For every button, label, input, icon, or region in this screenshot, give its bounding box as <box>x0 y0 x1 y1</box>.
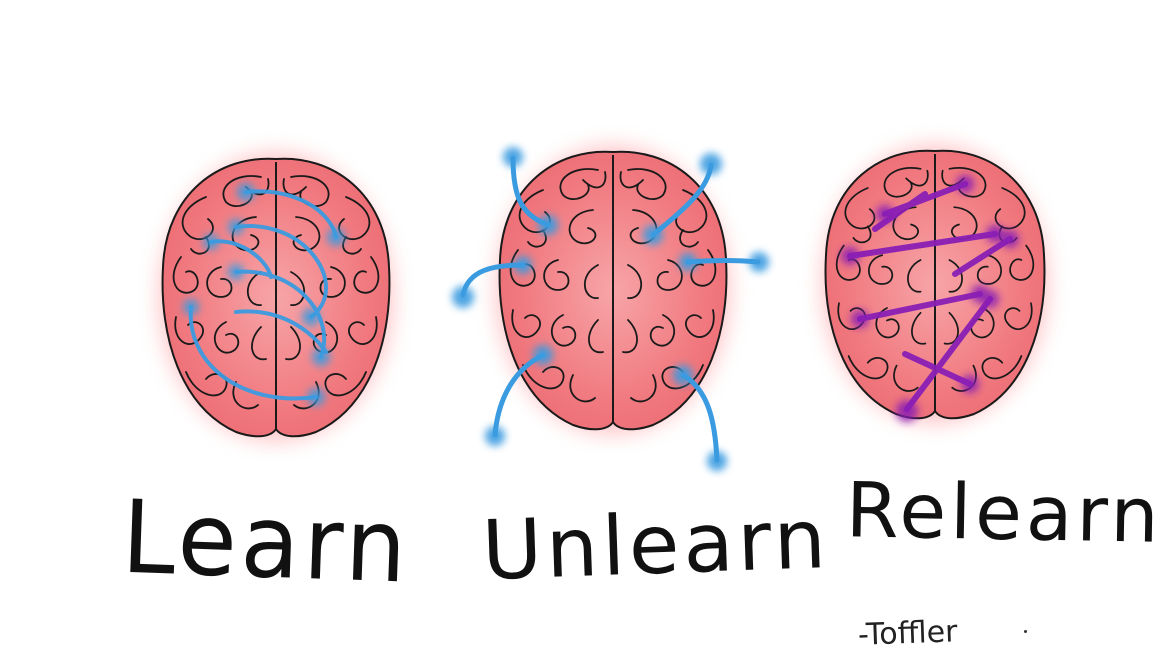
label-learn: Learn <box>120 478 413 606</box>
ink-dot <box>1024 630 1027 633</box>
brain-relearn <box>821 144 1049 424</box>
label-relearn: Relearn <box>845 465 1153 560</box>
brain-unlearn <box>452 145 769 471</box>
author-credit: -Toffler <box>857 614 959 653</box>
brain-learn <box>158 152 394 442</box>
label-unlearn: Unlearn <box>480 491 832 600</box>
